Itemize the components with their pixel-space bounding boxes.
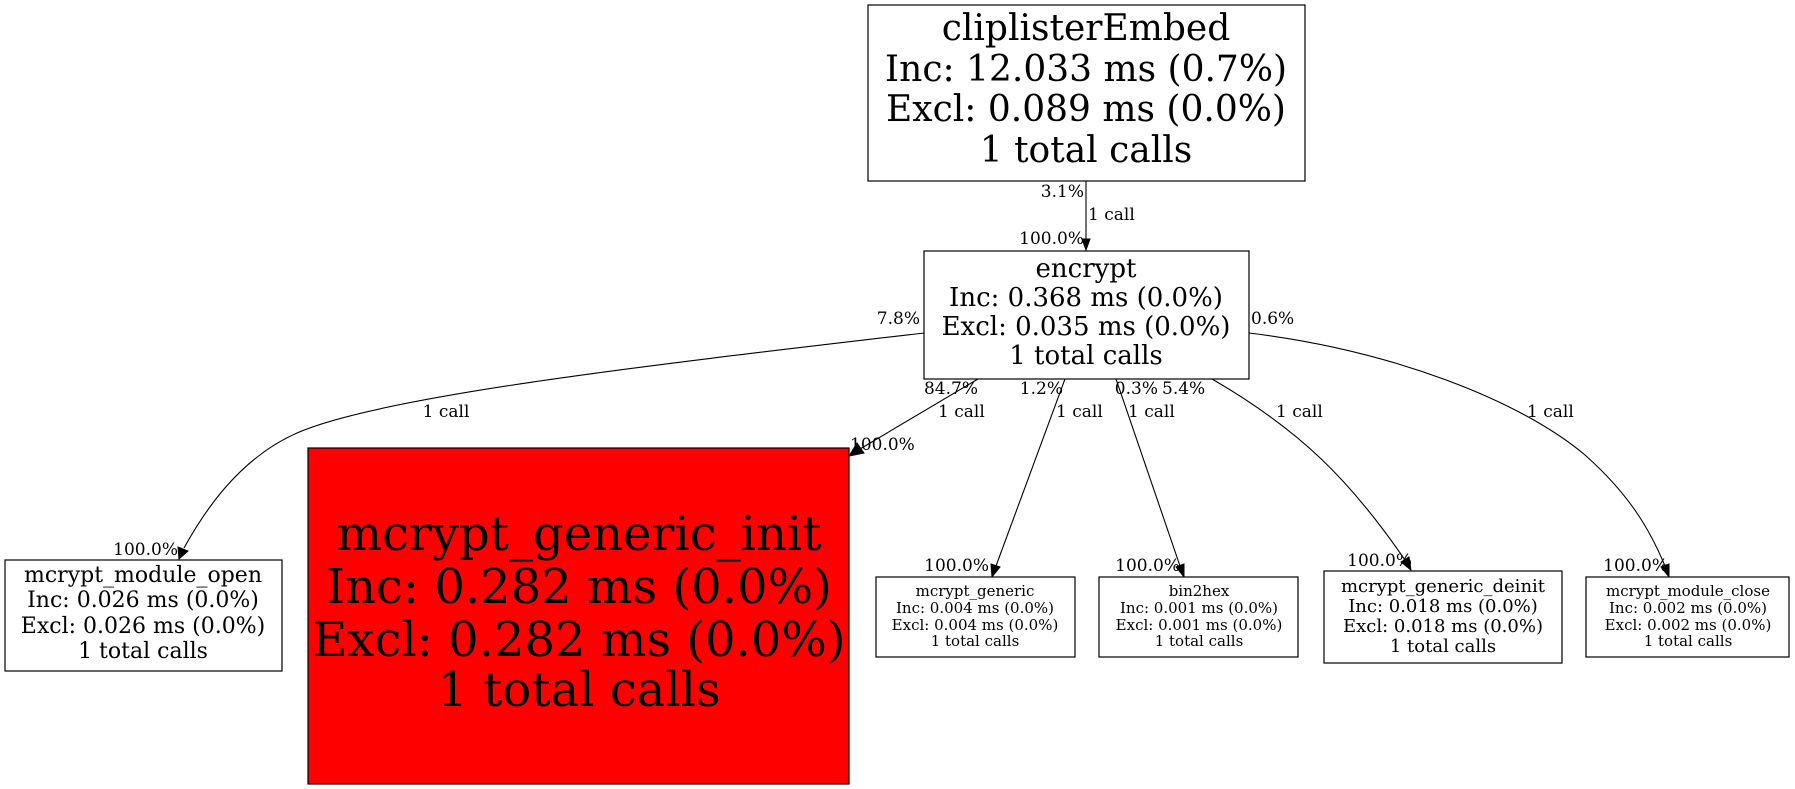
node-cliplisterEmbed[interactable]: cliplisterEmbed Inc: 12.033 ms (0.7%) Ex… — [867, 4, 1306, 182]
node-box — [923, 250, 1250, 380]
edge-call-label: 1 call — [938, 402, 985, 422]
arrowhead — [1175, 563, 1185, 579]
edge-encrypt-bin2hex: 0.3% 1 call 100.0% — [1115, 378, 1185, 579]
edge-source-pct: 5.4% — [1162, 379, 1205, 399]
node-inclusive-time: Inc: 0.368 ms (0.0%) — [949, 283, 1223, 313]
node-mcrypt_module_open[interactable]: mcrypt_module_open Inc: 0.026 ms (0.0%) … — [4, 559, 283, 672]
node-exclusive-time: Excl: 0.026 ms (0.0%) — [21, 614, 265, 639]
node-title: bin2hex — [1169, 582, 1230, 600]
arrowhead — [990, 563, 1001, 579]
edge-encrypt-mcrypt_module_open: 7.8% 1 call 100.0% — [113, 309, 925, 561]
edge-line — [1211, 378, 1406, 561]
edge-line — [995, 378, 1066, 567]
edge-line — [183, 332, 925, 549]
edge-encrypt-mcrypt_generic: 1.2% 1 call 100.0% — [924, 378, 1103, 579]
arrowhead — [1400, 556, 1412, 572]
node-total-calls: 1 total calls — [437, 662, 720, 718]
node-box — [867, 4, 1306, 182]
node-inclusive-time: Inc: 0.002 ms (0.0%) — [1609, 599, 1767, 617]
edge-cliplisterEmbed-encrypt: 3.1% 1 call 100.0% — [1019, 181, 1135, 252]
node-bin2hex[interactable]: bin2hex Inc: 0.001 ms (0.0%) Excl: 0.001… — [1098, 576, 1299, 658]
edge-target-pct: 100.0% — [113, 540, 178, 560]
edge-call-label: 1 call — [1088, 205, 1135, 225]
node-total-calls: 1 total calls — [931, 632, 1020, 650]
edge-line — [1115, 378, 1181, 567]
arrowhead — [1660, 563, 1670, 579]
edge-call-label: 1 call — [1128, 402, 1175, 422]
edge-source-pct: 3.1% — [1041, 182, 1084, 202]
arrowhead — [177, 546, 189, 561]
edge-target-pct: 100.0% — [1347, 551, 1412, 571]
node-exclusive-time: Excl: 0.282 ms (0.0%) — [312, 612, 845, 668]
node-total-calls: 1 total calls — [1009, 341, 1162, 371]
edge-target-pct: 100.0% — [850, 435, 915, 455]
node-exclusive-time: Excl: 0.001 ms (0.0%) — [1116, 616, 1283, 634]
edge-target-pct: 100.0% — [924, 556, 989, 576]
node-exclusive-time: Excl: 0.002 ms (0.0%) — [1605, 616, 1772, 634]
node-box — [875, 576, 1076, 658]
edge-target-pct: 100.0% — [1115, 556, 1180, 576]
edge-call-label: 1 call — [1276, 402, 1323, 422]
node-total-calls: 1 total calls — [1155, 632, 1244, 650]
edge-line — [1248, 332, 1666, 567]
node-mcrypt_generic_deinit[interactable]: mcrypt_generic_deinit Inc: 0.018 ms (0.0… — [1323, 570, 1563, 664]
node-exclusive-time: Excl: 0.035 ms (0.0%) — [942, 312, 1231, 342]
node-total-calls: 1 total calls — [980, 130, 1193, 171]
node-mcrypt_generic[interactable]: mcrypt_generic Inc: 0.004 ms (0.0%) Excl… — [875, 576, 1076, 658]
node-inclusive-time: Inc: 0.018 ms (0.0%) — [1348, 596, 1538, 617]
edge-call-label: 1 call — [1056, 402, 1103, 422]
node-box — [1098, 576, 1299, 658]
edge-source-pct: 84.7% — [924, 379, 978, 399]
node-title: mcrypt_generic_deinit — [1341, 576, 1546, 597]
node-total-calls: 1 total calls — [1644, 632, 1733, 650]
node-inclusive-time: Inc: 12.033 ms (0.7%) — [885, 49, 1287, 90]
edge-source-pct: 0.6% — [1251, 309, 1294, 329]
node-encrypt[interactable]: encrypt Inc: 0.368 ms (0.0%) Excl: 0.035… — [923, 250, 1250, 380]
node-inclusive-time: Inc: 0.004 ms (0.0%) — [896, 599, 1054, 617]
edge-source-pct: 7.8% — [877, 309, 920, 329]
edge-target-pct: 100.0% — [1603, 556, 1668, 576]
node-mcrypt_generic_init[interactable]: mcrypt_generic_init Inc: 0.282 ms (0.0%)… — [307, 447, 850, 785]
node-box — [1323, 570, 1563, 664]
node-title: mcrypt_module_close — [1606, 582, 1770, 600]
edge-encrypt-mcrypt_module_close: 0.6% 1 call 100.0% — [1248, 309, 1670, 579]
node-inclusive-time: Inc: 0.026 ms (0.0%) — [27, 588, 259, 613]
node-total-calls: 1 total calls — [78, 639, 208, 664]
edge-source-pct: 0.3% — [1115, 379, 1158, 399]
edge-call-label: 1 call — [423, 402, 470, 422]
edge-encrypt-mcrypt_generic_deinit: 5.4% 1 call 100.0% — [1162, 378, 1412, 572]
node-inclusive-time: Inc: 0.001 ms (0.0%) — [1120, 599, 1278, 617]
node-box — [1585, 576, 1790, 658]
node-title: mcrypt_module_open — [24, 563, 262, 588]
edge-call-label: 1 call — [1527, 402, 1574, 422]
node-exclusive-time: Excl: 0.089 ms (0.0%) — [886, 89, 1286, 130]
edge-target-pct: 100.0% — [1019, 229, 1084, 249]
arrowhead — [847, 442, 865, 457]
arrowhead — [1081, 238, 1091, 252]
node-title: mcrypt_generic_init — [336, 506, 821, 562]
node-title: mcrypt_generic — [916, 582, 1035, 600]
node-box — [4, 559, 283, 672]
node-exclusive-time: Excl: 0.018 ms (0.0%) — [1343, 616, 1543, 637]
edge-source-pct: 1.2% — [1020, 379, 1063, 399]
node-total-calls: 1 total calls — [1390, 636, 1496, 657]
node-title: cliplisterEmbed — [942, 8, 1231, 49]
edge-line — [859, 378, 979, 450]
node-exclusive-time: Excl: 0.004 ms (0.0%) — [892, 616, 1059, 634]
node-inclusive-time: Inc: 0.282 ms (0.0%) — [326, 559, 832, 615]
node-mcrypt_module_close[interactable]: mcrypt_module_close Inc: 0.002 ms (0.0%)… — [1585, 576, 1790, 658]
node-box — [307, 447, 850, 785]
node-title: encrypt — [1036, 254, 1137, 284]
edge-encrypt-mcrypt_generic_init: 84.7% 1 call 100.0% — [847, 378, 985, 457]
